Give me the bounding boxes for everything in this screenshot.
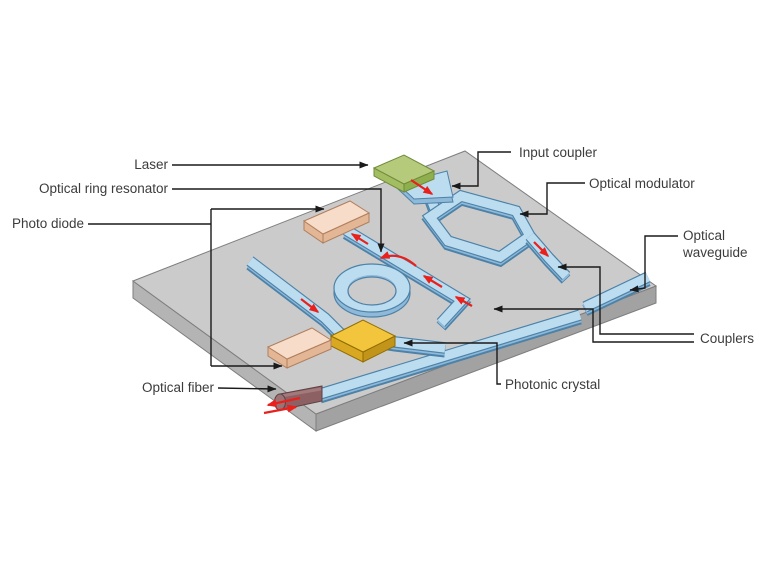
connector-optical-waveguide xyxy=(629,235,678,293)
light-arrow-modulator-out xyxy=(533,241,550,258)
photonic-crystal-block xyxy=(329,319,397,363)
light-arrow-ring-circulation xyxy=(379,251,417,267)
light-arrow-fiber-out xyxy=(266,396,301,408)
label-photonic-crystal: Photonic crystal xyxy=(505,377,600,392)
connector-couplers-1 xyxy=(557,263,694,335)
label-optical-ring-resonator: Optical ring resonator xyxy=(39,181,169,196)
connector-photonic-crystal xyxy=(403,339,501,385)
label-couplers: Couplers xyxy=(700,331,754,346)
connector-ring-resonator xyxy=(172,188,385,253)
light-arrow-bus-mid xyxy=(422,275,443,288)
laser-block xyxy=(372,154,436,193)
label-optical-fiber: Optical fiber xyxy=(142,380,215,395)
label-connectors xyxy=(88,151,694,393)
optical-ring-resonator xyxy=(333,263,411,318)
light-arrow-drop-guide xyxy=(300,298,320,313)
label-optical-waveguide-line2: waveguide xyxy=(682,245,748,260)
connector-couplers-2 xyxy=(493,305,694,343)
light-arrow-laser-in xyxy=(410,179,434,195)
label-laser: Laser xyxy=(134,157,168,172)
label-optical-modulator: Optical modulator xyxy=(589,176,695,191)
light-arrow-to-diode xyxy=(350,233,369,245)
label-input-coupler: Input coupler xyxy=(519,145,598,160)
light-path-arrows xyxy=(263,179,550,415)
light-arrow-bus-lower xyxy=(454,296,473,307)
label-photo-diode: Photo diode xyxy=(12,216,84,231)
connector-input-coupler xyxy=(451,151,511,190)
light-arrow-fiber-in xyxy=(263,404,298,415)
connector-optical-fiber xyxy=(217,385,277,393)
label-optical-waveguide-line1: Optical xyxy=(683,228,725,243)
connector-optical-modulator xyxy=(519,182,585,218)
labels: Laser Optical ring resonator Photo diode… xyxy=(12,145,754,395)
photo-diode-upper xyxy=(302,200,371,244)
